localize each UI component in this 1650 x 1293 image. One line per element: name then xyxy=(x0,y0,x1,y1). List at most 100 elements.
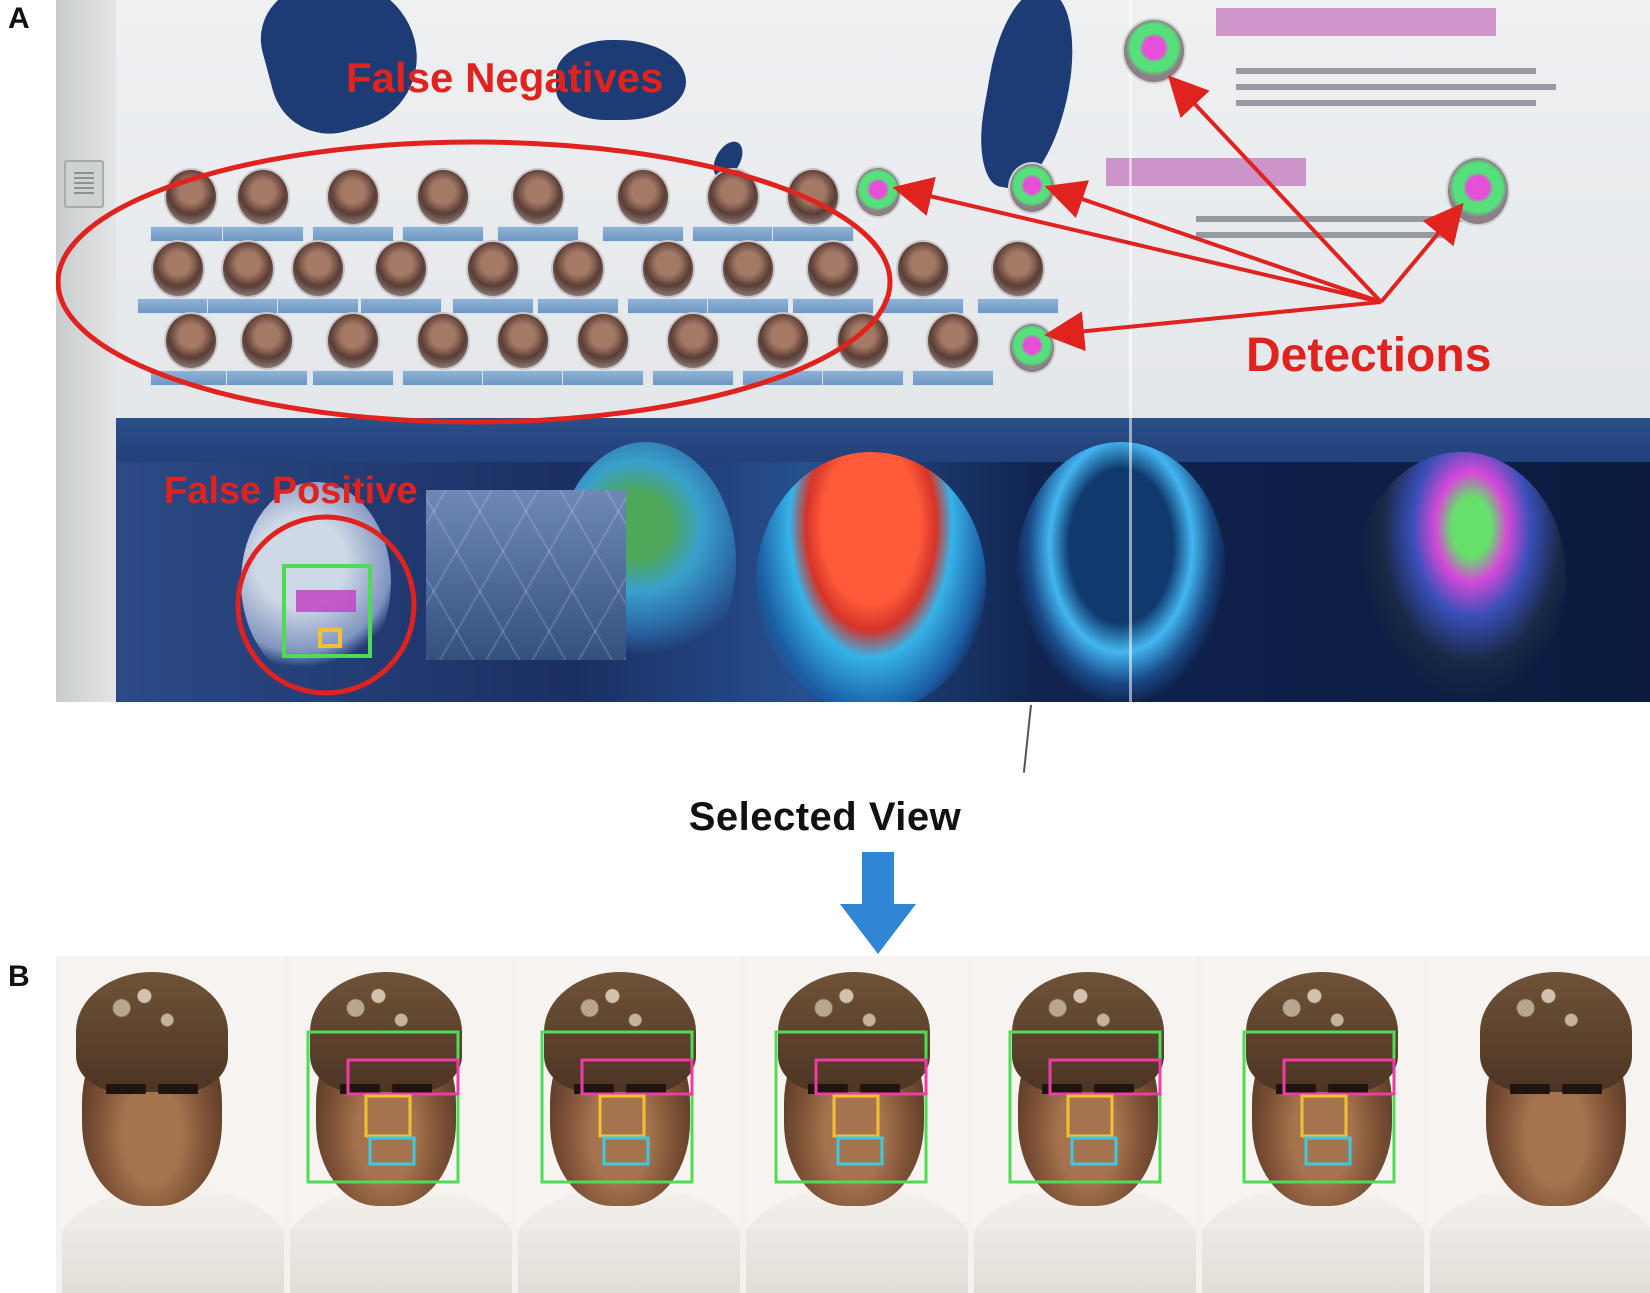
selected-view-arrow-icon xyxy=(840,852,916,954)
detection-arrow xyxy=(1044,180,1382,304)
fp-nose-box xyxy=(318,628,342,648)
nameplate xyxy=(792,298,874,314)
panel-label-a: A xyxy=(8,2,30,35)
nameplate xyxy=(226,370,308,386)
detection-arrow xyxy=(892,176,1382,304)
portrait-photo xyxy=(164,312,218,370)
panel-a-poster-photo: False Negatives Detections False Positiv… xyxy=(56,0,1650,702)
nameplate xyxy=(452,298,534,314)
detection-boxes xyxy=(1242,1030,1396,1184)
nameplate xyxy=(707,298,789,314)
nameplate xyxy=(772,226,854,242)
face-box xyxy=(774,1030,928,1184)
head-eyes xyxy=(574,1084,666,1094)
portrait-photo xyxy=(991,240,1045,298)
portrait-photo xyxy=(466,240,520,298)
portrait-photo xyxy=(416,312,470,370)
eyes-box xyxy=(580,1058,694,1096)
eyes-box xyxy=(814,1058,928,1096)
poster-heading-bar-1 xyxy=(1216,8,1496,36)
fp-eyes-box xyxy=(296,590,356,612)
portrait-photo xyxy=(221,240,275,298)
portrait-photo xyxy=(666,312,720,370)
nose-box xyxy=(364,1094,412,1138)
detection-boxes xyxy=(774,1030,928,1184)
detection-arrow xyxy=(1044,300,1382,352)
annotation-overlay xyxy=(56,75,1464,696)
selected-view-label: Selected View xyxy=(688,795,962,839)
detection-boxes xyxy=(540,1030,694,1184)
brain-image-3 xyxy=(756,452,986,702)
hexagon-graphic xyxy=(426,490,626,660)
detection-boxes xyxy=(306,1030,460,1184)
portrait-photo xyxy=(806,240,860,298)
portrait-photo xyxy=(756,312,810,370)
false-negatives-ellipse xyxy=(56,139,893,425)
head-view xyxy=(518,956,740,1293)
poster-seam xyxy=(1129,0,1132,702)
portrait-photo xyxy=(836,312,890,370)
portrait-photo xyxy=(326,312,380,370)
face-box xyxy=(1242,1030,1396,1184)
portrait-photo xyxy=(576,312,630,370)
wall xyxy=(56,0,116,702)
portrait-photo xyxy=(151,240,205,298)
poster-text-line xyxy=(1236,84,1556,90)
portrait-photo xyxy=(551,240,605,298)
head-eyes xyxy=(1276,1084,1368,1094)
detection-arrow xyxy=(1167,75,1383,304)
brain-image-5 xyxy=(1356,452,1566,702)
mouth-box xyxy=(836,1136,884,1166)
false-negatives-label: False Negatives xyxy=(346,54,664,101)
head-eyes xyxy=(1042,1084,1134,1094)
nameplate xyxy=(497,226,579,242)
nose-box xyxy=(832,1094,880,1138)
nameplate xyxy=(822,370,904,386)
portrait-photo xyxy=(786,168,840,226)
eyes-box xyxy=(1282,1058,1396,1096)
head-eyes xyxy=(1510,1084,1602,1094)
portrait-photo xyxy=(236,168,290,226)
face-box xyxy=(540,1030,694,1184)
nameplate xyxy=(402,226,484,242)
head-view xyxy=(974,956,1196,1293)
mouth-box xyxy=(1070,1136,1118,1166)
mouth-box xyxy=(1304,1136,1352,1166)
nose-box xyxy=(1300,1094,1348,1138)
detected-face xyxy=(1122,18,1186,84)
face-box xyxy=(306,1030,460,1184)
eeg-cap xyxy=(1480,972,1632,1092)
portrait-photo xyxy=(926,312,980,370)
detection-boxes xyxy=(1008,1030,1162,1184)
poster-text-line xyxy=(1196,232,1456,238)
nameplate xyxy=(360,298,442,314)
nameplate xyxy=(562,370,644,386)
nameplate xyxy=(312,226,394,242)
portrait-photo xyxy=(416,168,470,226)
face-box xyxy=(1008,1030,1162,1184)
cable xyxy=(1022,704,1032,773)
portrait-photo xyxy=(374,240,428,298)
false-positive-label: False Positive xyxy=(164,470,418,512)
head-view xyxy=(1430,956,1650,1293)
head-eyes xyxy=(808,1084,900,1094)
nameplate xyxy=(652,370,734,386)
nameplate xyxy=(222,226,304,242)
nameplate xyxy=(537,298,619,314)
mouth-box xyxy=(368,1136,416,1166)
false-positive-circle xyxy=(235,514,417,696)
eeg-cap xyxy=(76,972,228,1092)
poster-text-line xyxy=(1236,100,1536,106)
head-view xyxy=(62,956,284,1293)
portrait-photo xyxy=(616,168,670,226)
poster-text-line xyxy=(1196,216,1476,222)
head-eyes xyxy=(340,1084,432,1094)
head-view xyxy=(1202,956,1424,1293)
head-view xyxy=(290,956,512,1293)
panel-b-head-views xyxy=(56,956,1650,1293)
portrait-photo xyxy=(896,240,950,298)
portrait-photo xyxy=(326,168,380,226)
poster-text-line xyxy=(1236,68,1536,74)
panel-label-b: B xyxy=(8,960,30,993)
portrait-photo xyxy=(240,312,294,370)
